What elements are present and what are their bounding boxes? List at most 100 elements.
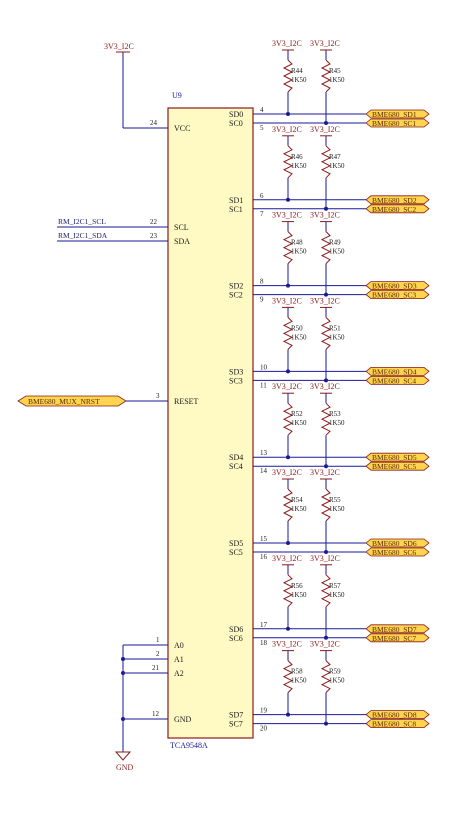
pullup-rail-label: 3V3_I2C	[272, 554, 302, 563]
port-sd[interactable]	[365, 109, 430, 119]
port-sd-label: BME680_SD6	[372, 539, 417, 548]
pullup-rail-label: 3V3_I2C	[310, 296, 340, 305]
ground-label: GND	[116, 763, 134, 772]
pullup-rail-label: 3V3_I2C	[272, 468, 302, 477]
pin-reset: BME680_MUX_NRST RESET 3	[17, 392, 199, 407]
net-sda-label: RM_I2C1_SDA	[58, 231, 108, 240]
resistor-designator: R58	[291, 668, 303, 676]
resistor-sc[interactable]	[320, 574, 332, 608]
pin-sd7-name: SD7	[229, 711, 243, 720]
port-sd-label: BME680_SD1	[372, 110, 417, 119]
port-sd[interactable]	[365, 281, 430, 291]
ground-symbol: GND	[114, 748, 134, 772]
resistor-value: 1K50	[291, 162, 307, 170]
pin-sd3-name: SD3	[229, 367, 243, 376]
resistor-sd[interactable]	[282, 660, 294, 693]
resistor-sd[interactable]	[282, 574, 294, 608]
port-sc[interactable]	[365, 547, 430, 557]
resistor-sd[interactable]	[282, 59, 294, 93]
pin-vcc: VCC 24	[150, 119, 190, 133]
pin-sc6-name: SC6	[229, 634, 243, 643]
resistor-value: 1K50	[329, 677, 345, 685]
resistor-sd[interactable]	[282, 402, 294, 436]
pullup-rail-label: 3V3_I2C	[310, 640, 340, 649]
resistor-sc[interactable]	[320, 317, 332, 350]
pullup-rail-label: 3V3_I2C	[310, 382, 340, 391]
pin-sda: RM_I2C1_SDA SDA 23	[57, 231, 190, 246]
port-sc[interactable]	[365, 118, 430, 128]
port-sd-label: BME680_SD5	[372, 453, 417, 462]
pin-scl: RM_I2C1_SCL SCL 22	[57, 217, 189, 232]
resistor-sc[interactable]	[320, 402, 332, 436]
port-sc-label: BME680_SC3	[372, 291, 416, 300]
pullup-rail-label: 3V3_I2C	[310, 468, 340, 477]
channel-1: SD1SC1673V3_I2CR461K503V3_I2CR471K50BME6…	[229, 125, 430, 218]
resistor-sc[interactable]	[320, 488, 332, 522]
port-sc[interactable]	[365, 719, 430, 728]
pin-sd6-number: 17	[260, 621, 268, 629]
pin-sda-number: 23	[150, 232, 158, 240]
resistor-sd[interactable]	[282, 317, 294, 350]
port-sc[interactable]	[365, 633, 430, 643]
pin-sc2-name: SC2	[229, 291, 243, 300]
pin-a2-name: A2	[174, 669, 184, 678]
resistor-sc[interactable]	[320, 660, 332, 693]
channel-7: SD7SC719203V3_I2CR581K503V3_I2CR591K50BM…	[229, 640, 430, 733]
resistor-value: 1K50	[291, 505, 307, 513]
resistor-designator: R55	[329, 496, 341, 504]
port-sd-label: BME680_SD8	[372, 711, 417, 720]
pin-a0-name: A0	[174, 641, 184, 650]
resistor-value: 1K50	[291, 419, 307, 427]
port-sc-label: BME680_SC7	[372, 634, 416, 643]
port-sd[interactable]	[365, 366, 430, 376]
pin-sd4-name: SD4	[229, 453, 243, 462]
pin-sc6-number: 18	[260, 639, 268, 647]
pin-sda-name: SDA	[174, 237, 190, 246]
pin-vcc-name: VCC	[174, 124, 190, 133]
port-sc[interactable]	[365, 290, 430, 300]
resistor-designator: R50	[291, 324, 303, 332]
pin-sc1-number: 7	[260, 210, 264, 218]
pin-sc1-name: SC1	[229, 205, 243, 214]
net-scl-label: RM_I2C1_SCL	[58, 217, 106, 226]
pin-sc5-number: 16	[260, 553, 268, 561]
resistor-sd[interactable]	[282, 145, 294, 179]
port-sc[interactable]	[365, 204, 430, 214]
resistor-sc[interactable]	[320, 145, 332, 179]
pin-sc0-name: SC0	[229, 119, 243, 128]
pin-sd2-number: 8	[260, 278, 264, 286]
resistor-designator: R45	[329, 67, 341, 75]
resistor-value: 1K50	[291, 333, 307, 341]
channel-6: SD6SC617183V3_I2CR561K503V3_I2CR571K50BM…	[229, 554, 430, 647]
resistor-sc[interactable]	[320, 59, 332, 93]
channel-5: SD5SC515163V3_I2CR541K503V3_I2CR551K50BM…	[229, 468, 430, 561]
port-sd[interactable]	[365, 452, 430, 462]
pin-sd5-number: 15	[260, 535, 268, 543]
resistor-sd[interactable]	[282, 231, 294, 264]
tca9548a-body[interactable]	[167, 107, 254, 739]
pin-sd0-number: 4	[260, 106, 264, 114]
resistor-sc[interactable]	[320, 231, 332, 264]
port-sc-label: BME680_SC6	[372, 548, 416, 557]
port-sc-label: BME680_SC8	[372, 720, 416, 729]
reset-port-label: BME680_MUX_NRST	[28, 397, 100, 406]
pin-gnd-number: 12	[152, 710, 160, 718]
pin-a2-number: 21	[152, 664, 160, 672]
resistor-value: 1K50	[329, 162, 345, 170]
pin-a1-name: A1	[174, 655, 184, 664]
channel-blocks: SD0SC0453V3_I2CR441K503V3_I2CR451K50BME6…	[229, 39, 430, 733]
resistor-sd[interactable]	[282, 488, 294, 522]
port-sd[interactable]	[365, 195, 430, 205]
pullup-rail-label: 3V3_I2C	[310, 39, 340, 48]
resistor-value: 1K50	[329, 248, 345, 256]
resistor-designator: R54	[291, 496, 303, 504]
port-sd[interactable]	[365, 624, 430, 634]
port-sc[interactable]	[365, 461, 430, 471]
port-sd[interactable]	[365, 710, 430, 719]
port-sd[interactable]	[365, 538, 430, 548]
pin-sc3-number: 11	[260, 381, 267, 389]
pullup-rail-label: 3V3_I2C	[272, 211, 302, 220]
port-sc[interactable]	[365, 375, 430, 385]
port-sc-label: BME680_SC2	[372, 205, 416, 214]
